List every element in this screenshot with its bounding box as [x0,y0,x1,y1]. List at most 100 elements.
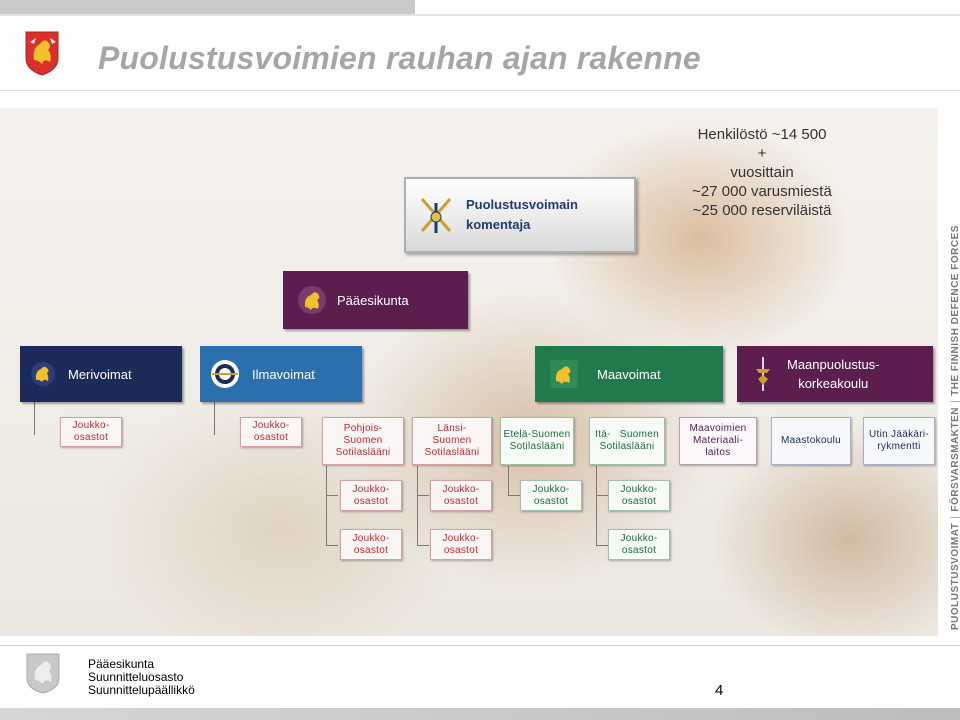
east-line2: Sotilaslääni [599,441,655,452]
west-line1: Länsi- [437,423,467,434]
air-units-box[interactable]: Joukko-osastot [240,417,302,447]
west-units-1-box[interactable]: Joukko-osastot [430,480,492,511]
air-units-line2: osastot [253,432,289,443]
anchor-lion-icon [31,362,55,386]
side-separator: | [950,399,960,403]
commander-line2: komentaja [466,217,531,232]
sub-line2: osastot [621,544,657,556]
crossed-swords-icon [420,198,452,233]
sub-line1: Joukko- [352,532,390,544]
ndu-line2: korkeakoulu [798,376,869,391]
air-units-line1: Joukko- [252,420,290,431]
airforce-label: Ilmavoimat [252,366,315,382]
utti-line2: rykmentti [877,441,921,452]
ndu-line1: Maanpuolustus- [787,357,880,372]
footer-line2: Suunnitteluosasto [88,670,184,684]
staff-reservists: ~25 000 reserviläistä [692,202,832,219]
staff-total: Henkilöstö ~14 500 [697,126,827,143]
connector-south [508,466,509,496]
staff-annually: vuosittain [730,164,794,181]
west-line2: Suomen [432,435,472,446]
sub-line1: Joukko- [442,483,480,495]
connector-navy-units [34,402,35,435]
connector-air-units [214,402,215,435]
east-units-1-box[interactable]: Joukko-osastot [608,480,670,511]
east-units-2-box[interactable]: Joukko-osastot [608,529,670,560]
south-line1: Etelä-Suomen [503,429,571,440]
materiel-line1: Maavoimien [689,423,747,434]
commander-label: Puolustusvoimain komentaja [466,195,578,235]
footer-lion-logo-icon [26,653,60,694]
west-units-2-box[interactable]: Joukko-osastot [430,529,492,560]
north-line1: Pohjois- [343,423,383,434]
navy-box[interactable]: Merivoimat [20,346,182,402]
sub-line1: Joukko- [620,532,658,544]
hq-box[interactable]: Pääesikunta [283,271,468,329]
sub-line1: Joukko- [532,483,570,495]
south-units-1-box[interactable]: Joukko-osastot [520,480,582,511]
ndu-label: Maanpuolustus- korkeakoulu [787,355,880,393]
army-box[interactable]: Maavoimat [535,346,723,402]
connector-west [417,466,418,546]
sub-line1: Joukko- [620,483,658,495]
utti-line1: Utin Jääkäri- [868,429,930,440]
connector-east [596,466,597,546]
sub-line2: osastot [443,495,479,507]
title-divider [0,90,960,91]
navy-units-box[interactable]: Joukko-osastot [60,417,122,447]
side-text-fi: PUOLUSTUSVOIMAT [950,522,960,630]
footer-divider [0,645,960,646]
airforce-box[interactable]: Ilmavoimat [200,346,362,402]
terrain-school-box[interactable]: Maastokoulu [771,417,851,465]
bottom-decor-bar [0,708,960,720]
footer-line3: Suunnittelupäällikkö [88,683,195,697]
airforce-roundel-icon [211,360,239,388]
sub-line2: osastot [353,544,389,556]
connector-east-h2 [596,545,608,546]
staff-conscripts: ~27 000 varusmiestä [692,183,832,200]
commander-box[interactable]: Puolustusvoimain komentaja [404,177,636,253]
terrain-label: Maastokoulu [781,435,841,446]
commander-line1: Puolustusvoimain [466,197,578,212]
connector-south-h1 [508,495,520,496]
materiel-line3: laitos [705,447,731,458]
connector-north-h2 [326,545,338,546]
utti-regiment-box[interactable]: Utin Jääkäri-rykmentti [863,417,935,465]
sub-line1: Joukko- [352,483,390,495]
page-number: 4 [715,682,724,699]
sub-line2: osastot [533,495,569,507]
hq-label: Pääesikunta [337,292,409,308]
army-label: Maavoimat [597,366,661,382]
south-line2: Sotilaslääni [509,441,565,452]
ndu-box[interactable]: Maanpuolustus- korkeakoulu [737,346,933,402]
top-decor-line [0,14,960,16]
page-title: Puolustusvoimien rauhan ajan rakenne [98,40,701,76]
side-text-sv: FÖRSVARSMAKTEN [950,406,960,512]
connector-east-h1 [596,495,608,496]
east-line1: Itä- Suomen [595,429,659,440]
sub-line2: osastot [353,495,389,507]
sword-emblem-icon [756,357,770,391]
sub-line2: osastot [621,495,657,507]
west-line3: Sotilaslääni [424,447,480,458]
north-units-1-box[interactable]: Joukko-osastot [340,480,402,511]
side-text-en: THE FINNISH DEFENCE FORCES [950,225,960,396]
top-decor-bar [0,0,415,14]
connector-north [326,466,327,546]
footer-line1: Pääesikunta [88,657,155,671]
connector-west-h1 [417,495,429,496]
connector-north-h1 [326,495,338,496]
navy-units-line1: Joukko- [72,420,110,431]
sub-line1: Joukko- [442,532,480,544]
north-units-2-box[interactable]: Joukko-osastot [340,529,402,560]
army-lion-icon [550,360,578,388]
side-separator: | [950,515,960,519]
navy-units-line2: osastot [73,432,109,443]
footer-text: Pääesikunta Suunnitteluosasto Suunnittel… [88,658,195,697]
staff-plus: + [757,145,767,162]
